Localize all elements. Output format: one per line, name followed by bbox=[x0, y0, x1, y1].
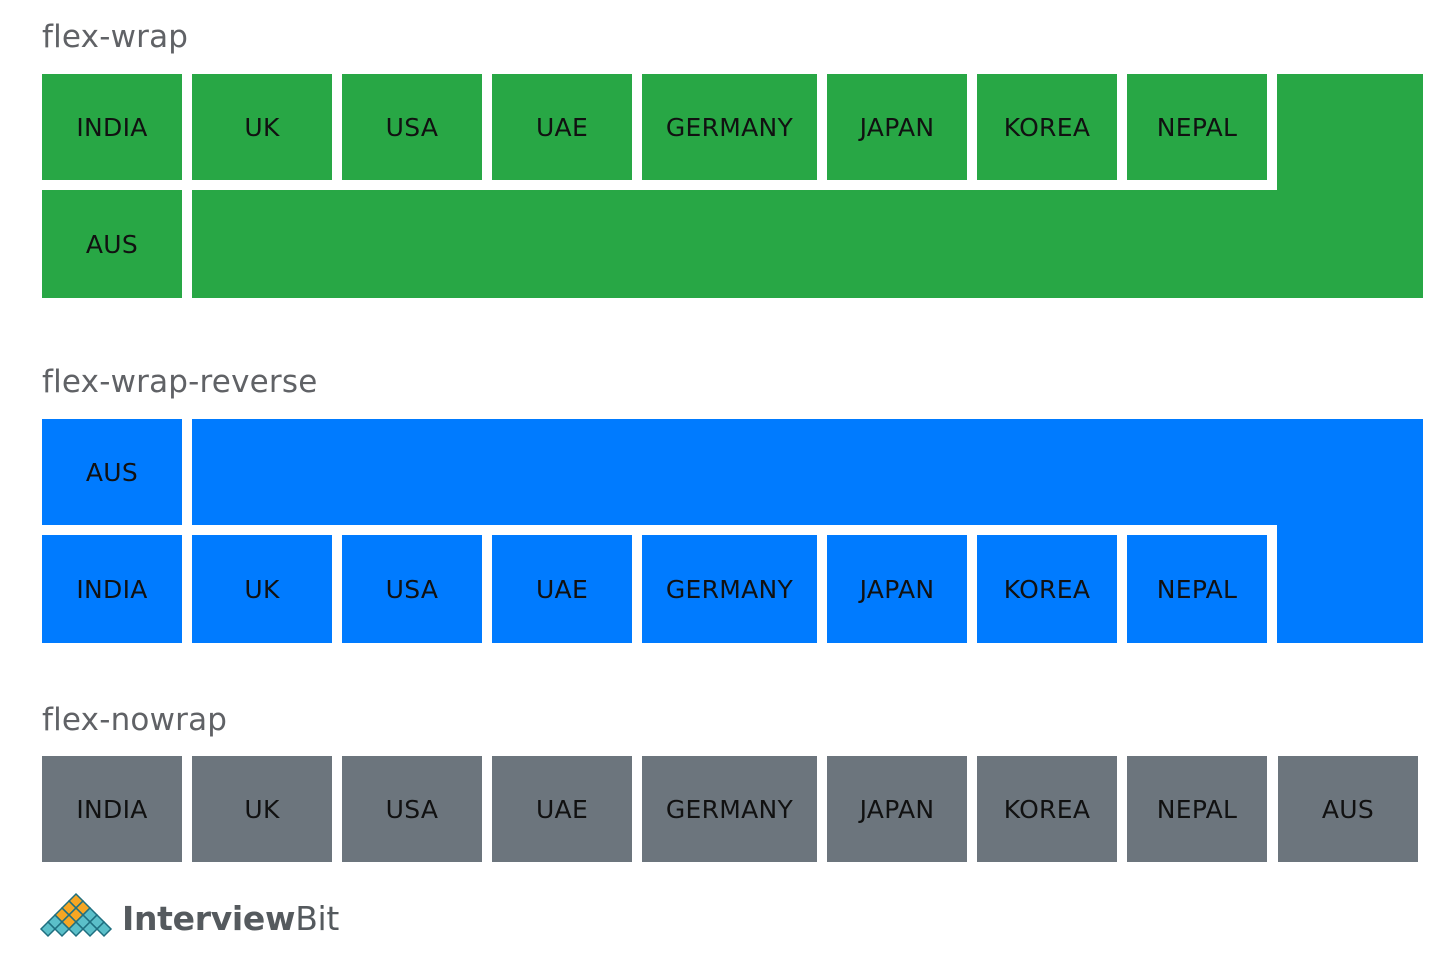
flex-nowrap-item-korea: KOREA bbox=[977, 756, 1117, 862]
flex-wrap-item-uk: UK bbox=[244, 112, 280, 142]
flex-wrap-reverse-item-germany: GERMANY bbox=[665, 574, 794, 604]
interviewbit-logo-text: InterviewBit bbox=[122, 899, 339, 938]
flex-wrap-reverse-item-india: INDIA bbox=[76, 574, 148, 604]
flex-nowrap-title: flex-nowrap bbox=[42, 702, 228, 738]
flex-wrap-reverse-item-uk: UK bbox=[244, 574, 280, 604]
flex-wrap-reverse-item-japan: JAPAN bbox=[859, 574, 935, 604]
flex-wrap-container: INDIA UK USA UAE GERMANY JAPAN KOREA NEP… bbox=[42, 74, 1423, 298]
flex-wrap-title: flex-wrap bbox=[42, 19, 189, 55]
logo-brand-bold: Interview bbox=[122, 898, 296, 938]
flex-nowrap-item-aus: AUS bbox=[1278, 756, 1418, 862]
flex-wrap-item-aus: AUS bbox=[85, 229, 139, 259]
flex-wrap-item-uae: UAE bbox=[535, 112, 589, 142]
flex-nowrap-item-india: INDIA bbox=[42, 756, 182, 862]
interviewbit-logo: InterviewBit bbox=[36, 890, 339, 946]
flex-nowrap-item-nepal: NEPAL bbox=[1127, 756, 1267, 862]
flex-wrap-reverse-item-nepal: NEPAL bbox=[1156, 574, 1238, 604]
interviewbit-diamond-logo-icon bbox=[39, 892, 113, 938]
flex-wrap-reverse-item-korea: KOREA bbox=[1003, 574, 1091, 604]
flex-nowrap-item-uk: UK bbox=[192, 756, 332, 862]
flex-nowrap-item-germany: GERMANY bbox=[642, 756, 817, 862]
flex-wrap-reverse-item-usa: USA bbox=[385, 574, 439, 604]
flex-wrap-reverse-container: AUS INDIA UK USA UAE GERMANY JAPAN KOREA… bbox=[42, 419, 1423, 643]
logo-brand-light: Bit bbox=[295, 898, 340, 938]
flex-wrap-reverse-item-uae: UAE bbox=[535, 574, 589, 604]
flex-nowrap-container: INDIA UK USA UAE GERMANY JAPAN KOREA NEP… bbox=[42, 756, 1418, 862]
flex-wrap-item-korea: KOREA bbox=[1003, 112, 1091, 142]
flex-nowrap-item-usa: USA bbox=[342, 756, 482, 862]
flex-wrap-item-usa: USA bbox=[385, 112, 439, 142]
flex-wrap-item-india: INDIA bbox=[76, 112, 148, 142]
flex-wrap-item-japan: JAPAN bbox=[859, 112, 935, 142]
flex-wrap-item-germany: GERMANY bbox=[665, 112, 794, 142]
flex-nowrap-item-japan: JAPAN bbox=[827, 756, 967, 862]
flex-wrap-item-nepal: NEPAL bbox=[1156, 112, 1238, 142]
flex-wrap-reverse-title: flex-wrap-reverse bbox=[42, 364, 318, 400]
flex-nowrap-item-uae: UAE bbox=[492, 756, 632, 862]
flex-wrap-reverse-item-aus: AUS bbox=[85, 457, 139, 487]
